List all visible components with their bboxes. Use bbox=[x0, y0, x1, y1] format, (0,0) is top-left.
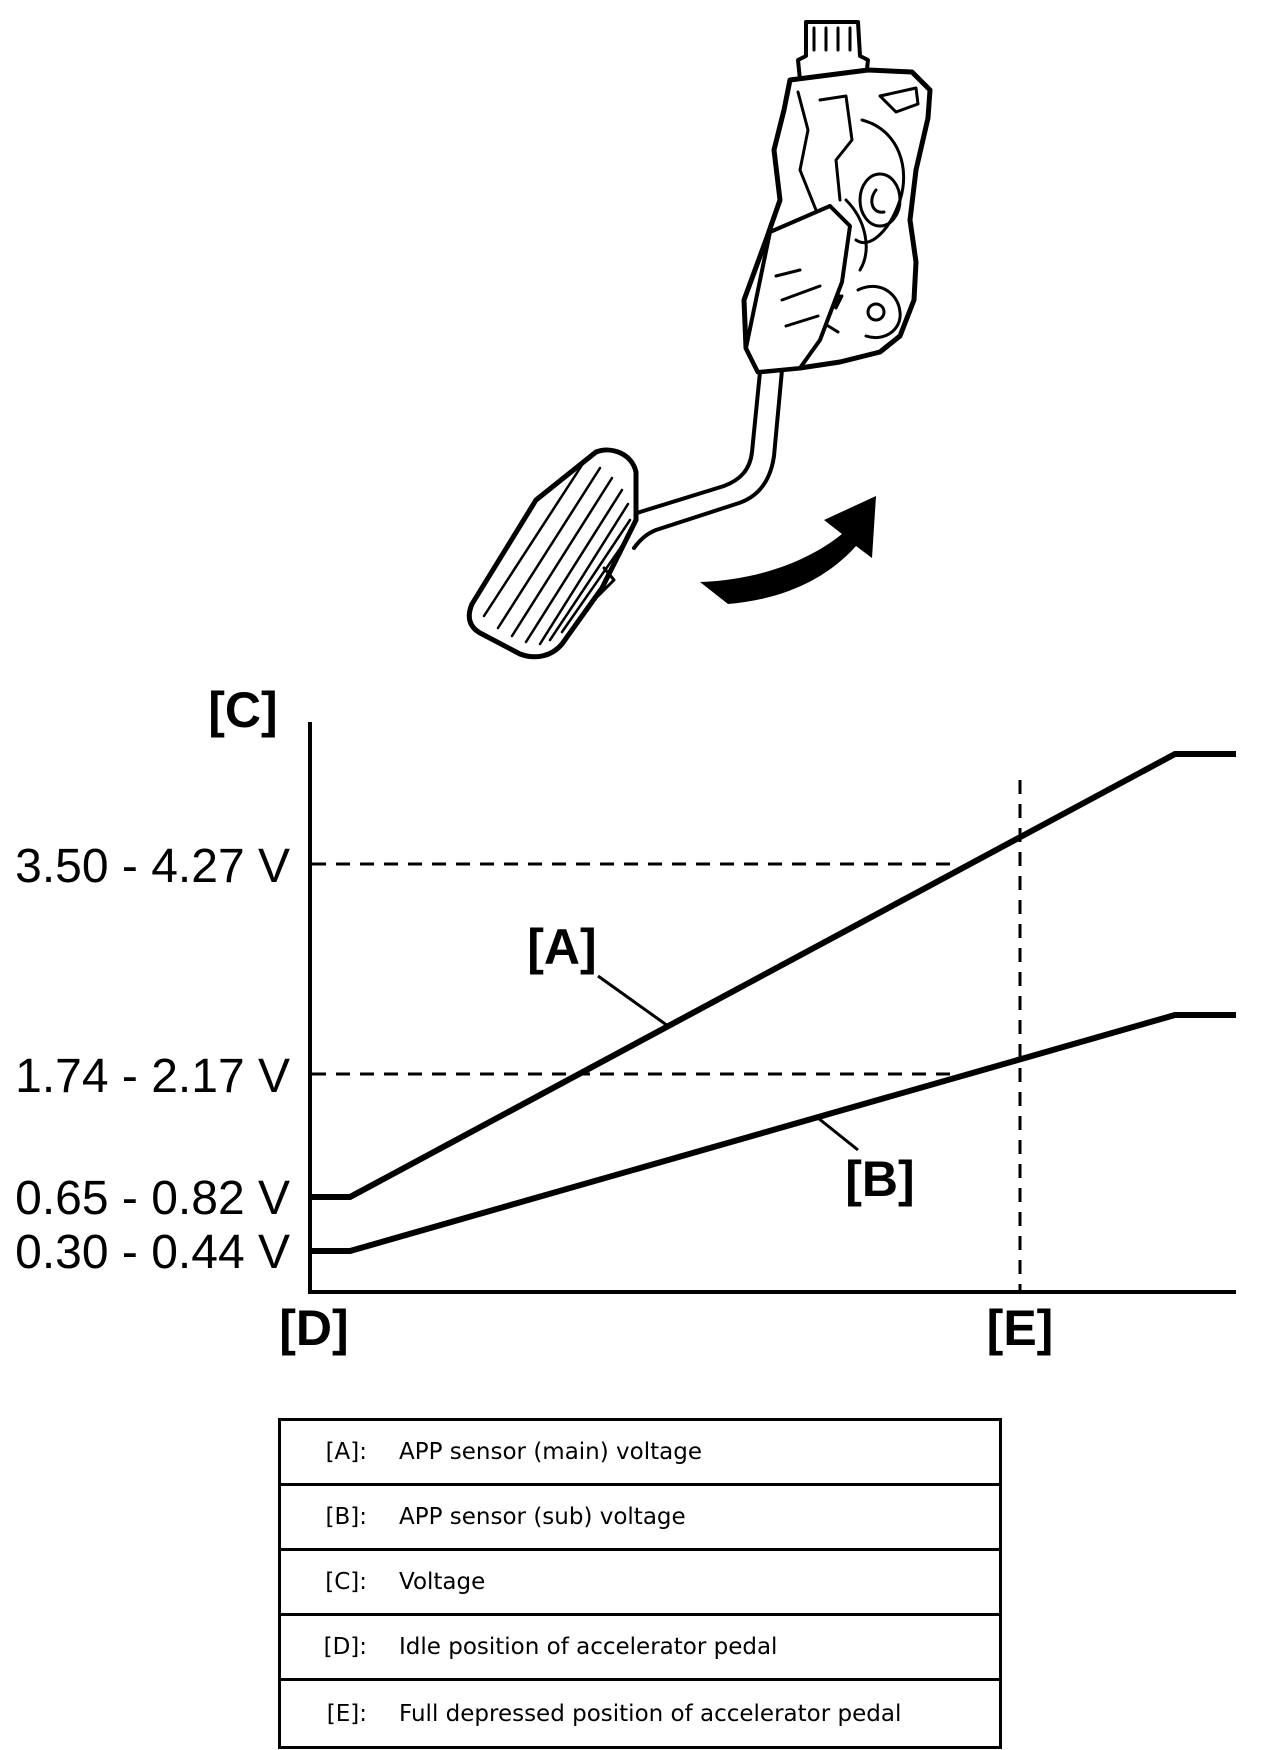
series-b-label: [B] bbox=[845, 1151, 914, 1207]
legend-description: Voltage bbox=[399, 1569, 486, 1595]
legend-description: Full depressed position of accelerator p… bbox=[399, 1700, 902, 1727]
legend-table: [A]: APP sensor (main) voltage [B]: APP … bbox=[278, 1418, 1002, 1749]
legend-key: [D]: bbox=[323, 1634, 367, 1660]
legend-description: APP sensor (main) voltage bbox=[399, 1439, 702, 1465]
y-tick-label: 0.30 - 0.44 V bbox=[15, 1226, 290, 1279]
legend-row: [C]: Voltage bbox=[281, 1551, 999, 1616]
legend-key: [B]: bbox=[325, 1504, 367, 1530]
legend-row: [E]: Full depressed position of accelera… bbox=[281, 1681, 999, 1746]
y-tick-label: 1.74 - 2.17 V bbox=[15, 1050, 290, 1103]
accelerator-pedal-illustration bbox=[466, 20, 933, 660]
legend-row: [D]: Idle position of accelerator pedal bbox=[281, 1616, 999, 1681]
legend-row: [B]: APP sensor (sub) voltage bbox=[281, 1486, 999, 1551]
legend-row: [A]: APP sensor (main) voltage bbox=[281, 1421, 999, 1486]
y-tick-label: 3.50 - 4.27 V bbox=[15, 840, 290, 893]
x-axis-start-label: [D] bbox=[279, 1300, 348, 1356]
voltage-graph: [C] [D] [E] 3.50 - 4.27 V 1.74 - 2.17 V … bbox=[15, 682, 1236, 1356]
legend-description: Idle position of accelerator pedal bbox=[399, 1634, 778, 1660]
legend-key: [E]: bbox=[326, 1700, 367, 1727]
y-axis-title: [C] bbox=[208, 682, 277, 738]
legend-description: APP sensor (sub) voltage bbox=[399, 1504, 686, 1530]
series-a-line bbox=[310, 751, 1236, 1200]
series-b-leader bbox=[817, 1116, 859, 1152]
legend-key: [A]: bbox=[325, 1439, 367, 1465]
series-b-line bbox=[310, 1012, 1236, 1254]
legend-key: [C]: bbox=[325, 1569, 367, 1595]
x-axis-end-label: [E] bbox=[987, 1300, 1054, 1356]
y-tick-label: 0.65 - 0.82 V bbox=[15, 1172, 290, 1225]
series-a-leader bbox=[597, 974, 669, 1028]
curved-arrow-icon bbox=[700, 496, 876, 604]
series-a-label: [A] bbox=[527, 919, 596, 975]
